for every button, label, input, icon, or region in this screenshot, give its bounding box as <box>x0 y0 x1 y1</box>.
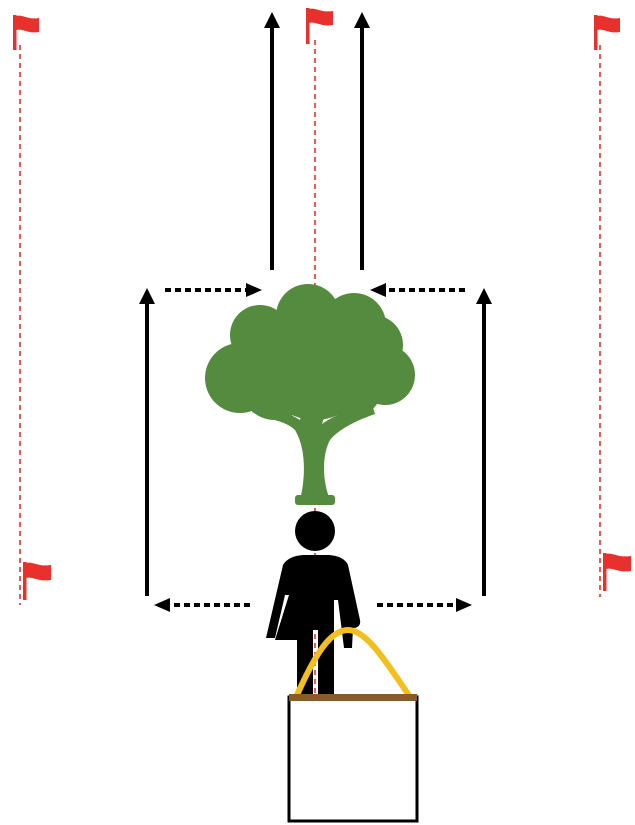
arrow-icon <box>154 598 250 612</box>
flag-icon <box>603 553 631 591</box>
flag-icon <box>23 562 51 600</box>
flag-icon <box>13 15 39 50</box>
tree-icon <box>205 284 415 505</box>
arrow-icon <box>370 283 465 297</box>
arrow-icon <box>165 283 262 297</box>
arrow-icon <box>377 598 472 612</box>
flag-icon <box>306 8 333 44</box>
flag-icon <box>594 15 620 50</box>
